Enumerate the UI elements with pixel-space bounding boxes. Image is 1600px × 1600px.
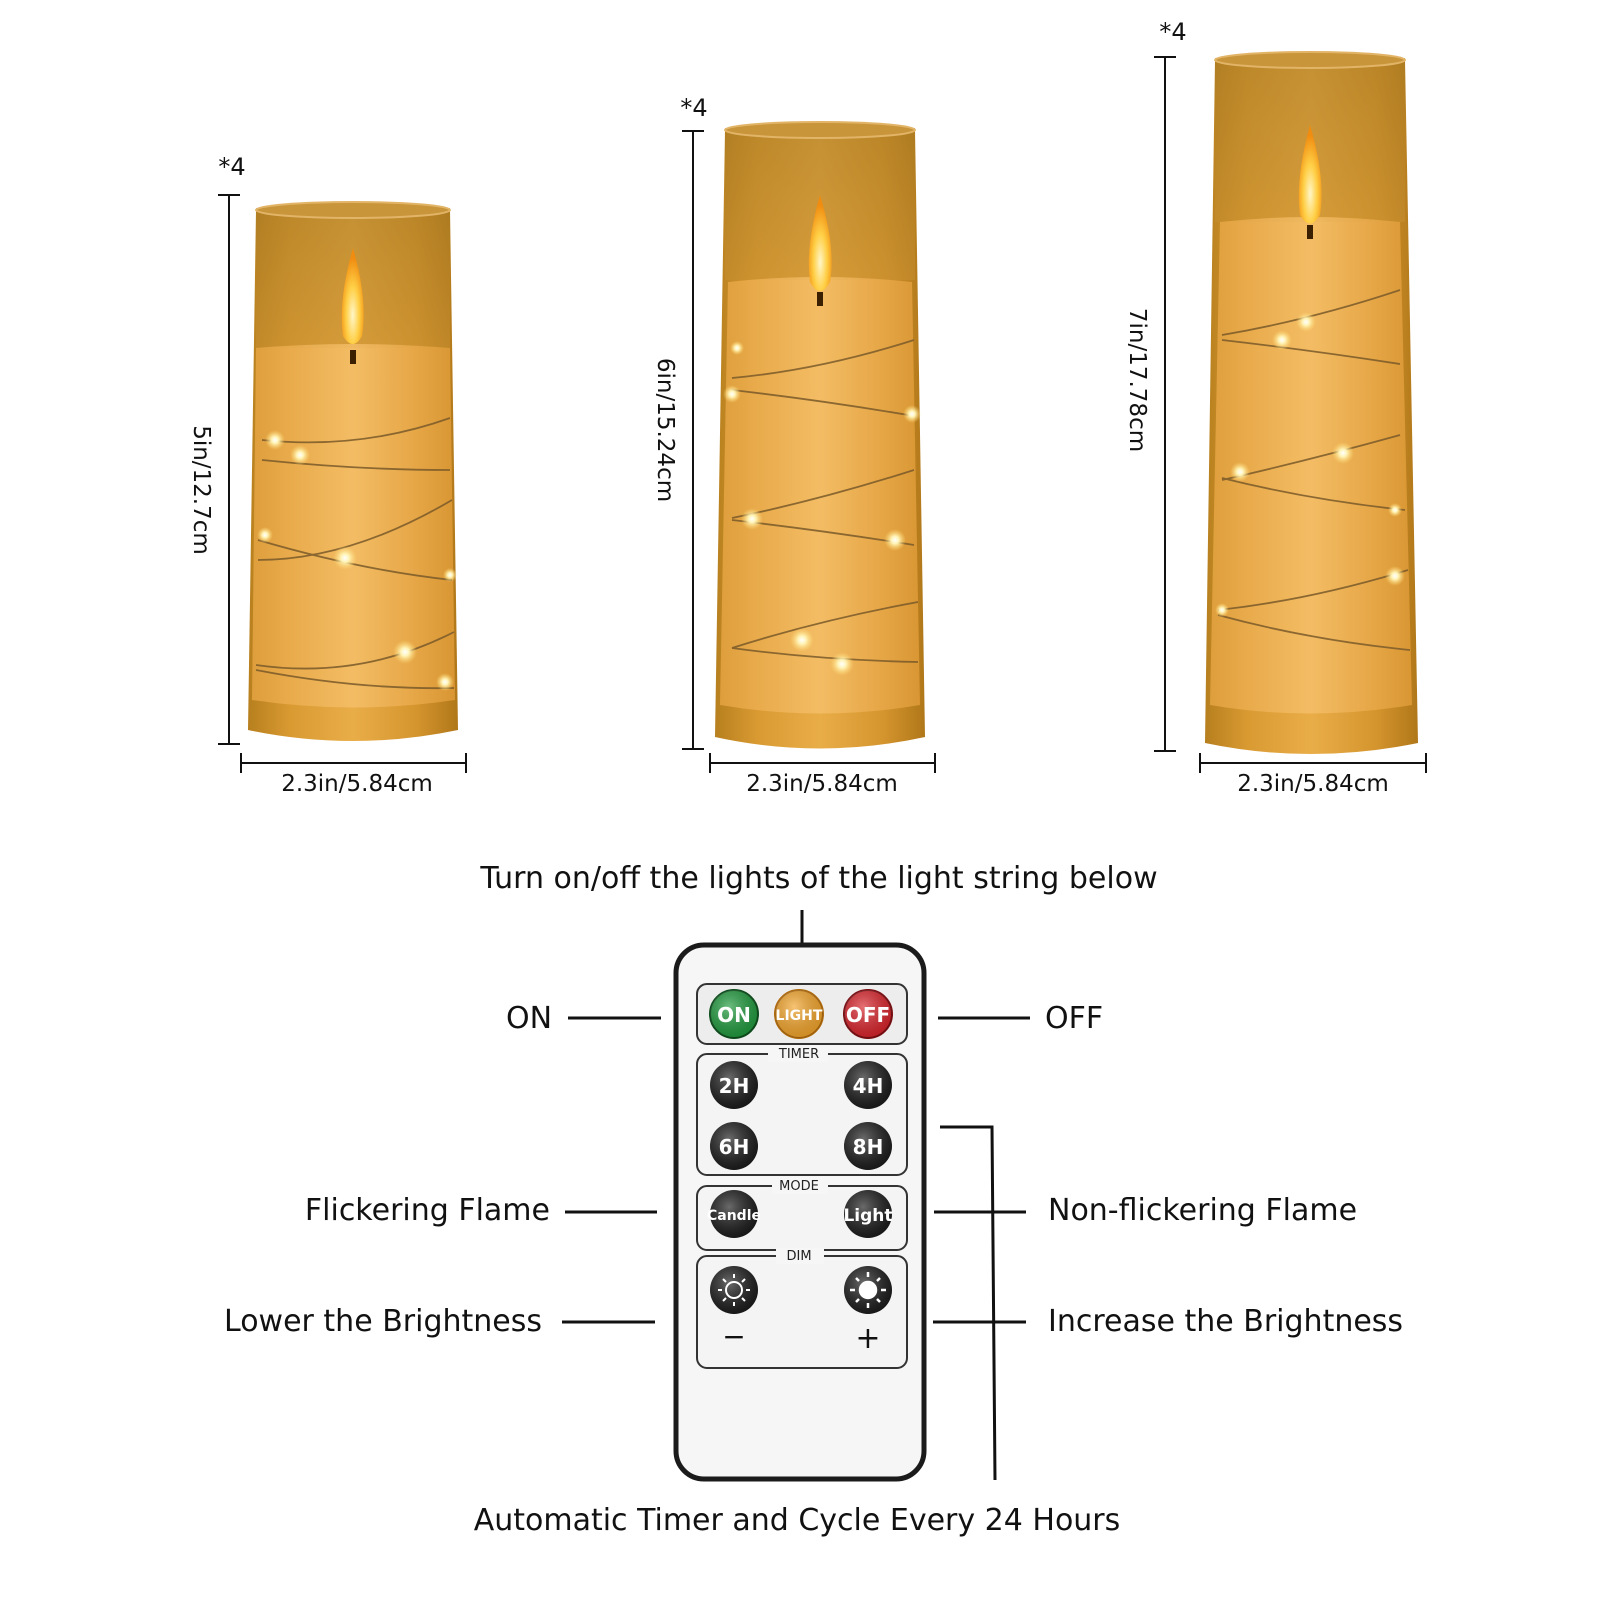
light-mode-label: Light [843,1206,892,1226]
candle-mode-button[interactable]: Candle [707,1190,761,1238]
light-string [255,417,455,690]
plus-label: + [855,1321,880,1356]
light-button-label: LIGHT [776,1008,823,1024]
width-dimension-line [709,753,936,773]
height-dimension-line [682,130,704,750]
mode-section-label: MODE [779,1179,819,1194]
candle-small: *4 5in/12.7cm 2.3in/5.84cm [188,153,467,797]
candle-wax [720,277,920,714]
candle-width-label: 2.3in/5.84cm [281,771,433,797]
flame-icon [1298,125,1322,224]
candle-medium: *4 6in/15.24cm 2.3in/5.84cm [652,94,936,797]
off-button[interactable]: OFF [843,989,893,1039]
timer-cycle-leader [940,1125,997,1481]
timer-4h-label: 4H [853,1074,884,1098]
off-button-label: OFF [846,1003,890,1027]
light-string-button[interactable]: LIGHT [774,989,824,1039]
candle-mode-label: Candle [707,1208,761,1224]
candle-quantity: *4 [218,153,245,181]
callout-lower-brightness: Lower the Brightness [224,1304,542,1339]
remote-control: ON LIGHT OFF TIMER 2H 4H 6H [673,942,927,1482]
candle-width-label: 2.3in/5.84cm [1237,771,1389,797]
candle-large: *4 7in/17.78cm 2.3in/5.84cm [1124,18,1427,797]
on-button[interactable]: ON [709,989,759,1039]
timer-6h-button[interactable]: 6H [710,1122,758,1170]
light-mode-button[interactable]: Light [843,1190,893,1238]
height-dimension-line [1154,56,1176,752]
candle-height-label: 6in/15.24cm [652,358,678,502]
sun-bright-icon [850,1272,886,1308]
sun-dim-icon [718,1274,750,1306]
height-dimension-line [218,194,240,745]
callout-off: OFF [1045,1001,1103,1036]
candle-quantity: *4 [1159,18,1186,46]
candle-wax [1210,217,1412,714]
callout-flickering-flame: Flickering Flame [305,1193,550,1228]
timer-4h-button[interactable]: 4H [844,1061,892,1109]
candle-width-label: 2.3in/5.84cm [746,771,898,797]
bottom-caption: Automatic Timer and Cycle Every 24 Hours [474,1503,1121,1538]
dim-down-button[interactable] [710,1266,758,1314]
led-lights [723,341,921,676]
callout-increase-brightness: Increase the Brightness [1048,1304,1403,1339]
timer-8h-label: 8H [853,1135,884,1159]
minus-label: − [722,1320,745,1353]
candle-quantity: *4 [680,94,707,122]
timer-8h-button[interactable]: 8H [844,1122,892,1170]
timer-2h-button[interactable]: 2H [710,1061,758,1109]
dim-up-button[interactable] [844,1266,892,1314]
timer-6h-label: 6H [719,1135,750,1159]
candle-height-label: 7in/17.78cm [1124,308,1150,452]
top-caption: Turn on/off the lights of the light stri… [479,861,1157,896]
led-lights [1215,312,1405,617]
width-dimension-line [240,753,467,773]
timer-2h-label: 2H [719,1074,750,1098]
candle-wax [252,344,455,708]
led-lights [257,430,457,691]
flame-icon [341,248,364,344]
candle-height-label: 5in/12.7cm [188,425,214,555]
width-dimension-line [1199,753,1427,773]
timer-section-label: TIMER [778,1047,819,1062]
flame-icon [808,195,832,291]
on-button-label: ON [717,1003,751,1027]
callout-on: ON [506,1001,552,1036]
callout-non-flickering-flame: Non-flickering Flame [1048,1193,1357,1228]
dim-section-label: DIM [786,1249,811,1264]
